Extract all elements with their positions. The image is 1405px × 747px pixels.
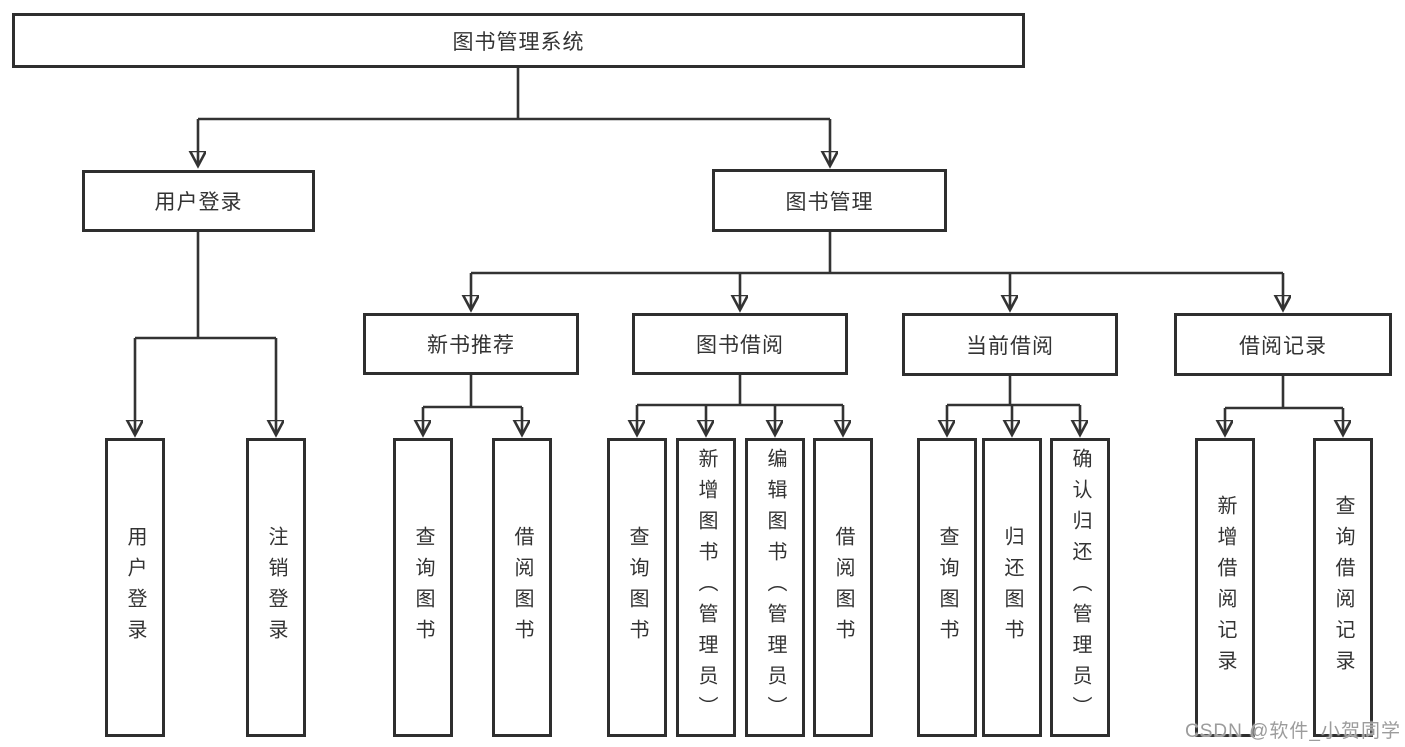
leaf-edit-books-admin-label: 编辑图书（管理员） <box>764 448 786 727</box>
node-library-system-label: 图书管理系统 <box>452 30 585 54</box>
node-borrowing-records-label: 借阅记录 <box>1239 334 1327 358</box>
leaf-logout-label: 注销登录 <box>265 525 287 650</box>
leaf-add-books-admin: 新增图书（管理员） <box>676 438 736 737</box>
leaf-return-books-label: 归还图书 <box>1001 525 1023 650</box>
leaf-query-books-recommend-label: 查询图书 <box>412 525 434 650</box>
leaf-query-books-borrowing-label: 查询图书 <box>626 525 648 650</box>
leaf-borrow-books-recommend-label: 借阅图书 <box>511 525 533 650</box>
leaf-edit-books-admin: 编辑图书（管理员） <box>745 438 805 737</box>
leaf-add-borrow-record-label: 新增借阅记录 <box>1214 494 1236 681</box>
leaf-query-borrow-record: 查询借阅记录 <box>1313 438 1373 737</box>
leaf-query-books-current-label: 查询图书 <box>936 525 958 650</box>
leaf-query-books-current: 查询图书 <box>917 438 977 737</box>
node-book-management-label: 图书管理 <box>785 190 874 214</box>
node-user-login: 用户登录 <box>82 170 315 232</box>
node-library-system: 图书管理系统 <box>12 13 1025 68</box>
leaf-user-login-label: 用户登录 <box>124 525 146 650</box>
csdn-watermark: CSDN @软件_小贺同学 <box>1185 721 1401 742</box>
node-book-management: 图书管理 <box>712 169 947 232</box>
leaf-return-books: 归还图书 <box>982 438 1042 737</box>
node-new-book-recommend: 新书推荐 <box>363 313 579 375</box>
leaf-borrow-books-label: 借阅图书 <box>832 525 854 650</box>
node-borrowing-records: 借阅记录 <box>1174 313 1392 376</box>
leaf-borrow-books: 借阅图书 <box>813 438 873 737</box>
leaf-query-borrow-record-label: 查询借阅记录 <box>1332 494 1354 681</box>
leaf-borrow-books-recommend: 借阅图书 <box>492 438 552 737</box>
node-book-borrowing: 图书借阅 <box>632 313 848 375</box>
leaf-add-borrow-record: 新增借阅记录 <box>1195 438 1255 737</box>
leaf-query-books-borrowing: 查询图书 <box>607 438 667 737</box>
node-current-borrowing: 当前借阅 <box>902 313 1118 376</box>
leaf-logout: 注销登录 <box>246 438 306 737</box>
leaf-query-books-recommend: 查询图书 <box>393 438 453 737</box>
node-new-book-recommend-label: 新书推荐 <box>427 334 515 357</box>
leaf-confirm-return-admin-label: 确认归还（管理员） <box>1069 448 1091 727</box>
leaf-add-books-admin-label: 新增图书（管理员） <box>695 448 717 727</box>
leaf-user-login: 用户登录 <box>105 438 165 737</box>
node-book-borrowing-label: 图书借阅 <box>696 334 784 357</box>
leaf-confirm-return-admin: 确认归还（管理员） <box>1050 438 1110 737</box>
node-current-borrowing-label: 当前借阅 <box>966 334 1054 358</box>
node-user-login-label: 用户登录 <box>154 191 243 214</box>
